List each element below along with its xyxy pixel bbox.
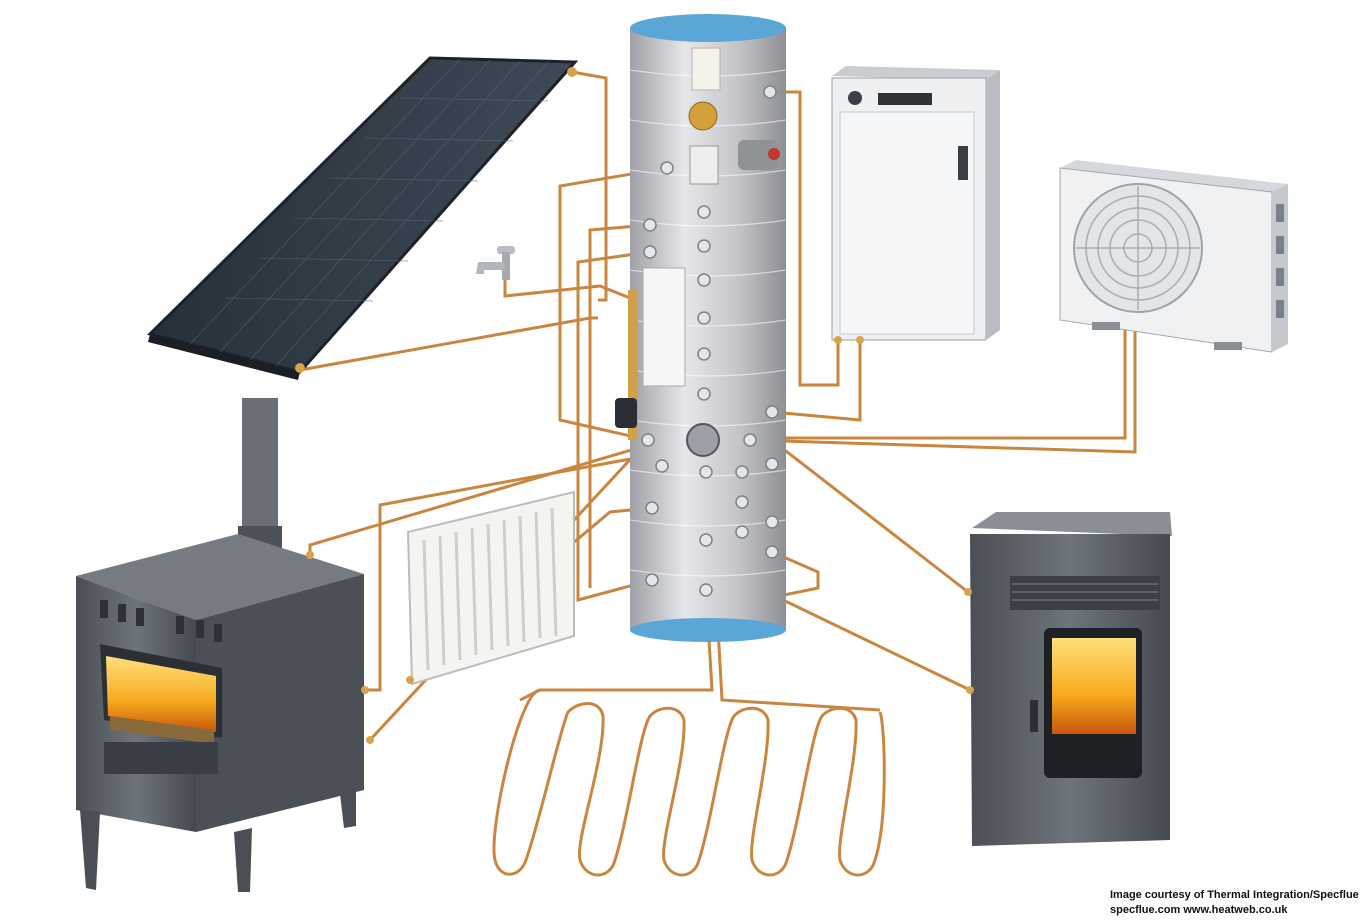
- thermal-store-tank-icon: [615, 14, 787, 642]
- pipe-woodstove-2: [365, 453, 653, 692]
- pellet-stove-icon: [970, 512, 1172, 846]
- pipe-solar-top: [571, 70, 608, 302]
- connector-dots: [306, 336, 974, 744]
- pipe-heatpump-flow: [780, 330, 1127, 440]
- radiator-icon: [406, 490, 575, 686]
- wood-burning-stove-icon: [76, 398, 364, 892]
- heat-pump-icon: [1059, 160, 1288, 353]
- credit-line-courtesy: Image courtesy of Thermal Integration/Sp…: [1110, 889, 1359, 901]
- pipe-heatpump-return: [749, 330, 1137, 454]
- pipe-boiler-flow: [770, 90, 840, 387]
- underfloor-heating-icon: [492, 688, 886, 877]
- solar-panel-icon: [147, 56, 579, 380]
- tap-icon: [476, 246, 515, 280]
- boiler-icon: [831, 66, 1000, 341]
- pipe-left-loop-1: [558, 166, 668, 442]
- image-credit: Image courtesy of Thermal Integration/Sp…: [1110, 888, 1360, 918]
- pipe-solar-bottom: [299, 316, 598, 372]
- pipe-tap: [503, 280, 641, 304]
- pipe-left-loop-2: [576, 250, 653, 602]
- credit-line-urls: specflue.com www.heatweb.co.uk: [1110, 904, 1288, 916]
- pipe-boiler-return: [771, 340, 862, 422]
